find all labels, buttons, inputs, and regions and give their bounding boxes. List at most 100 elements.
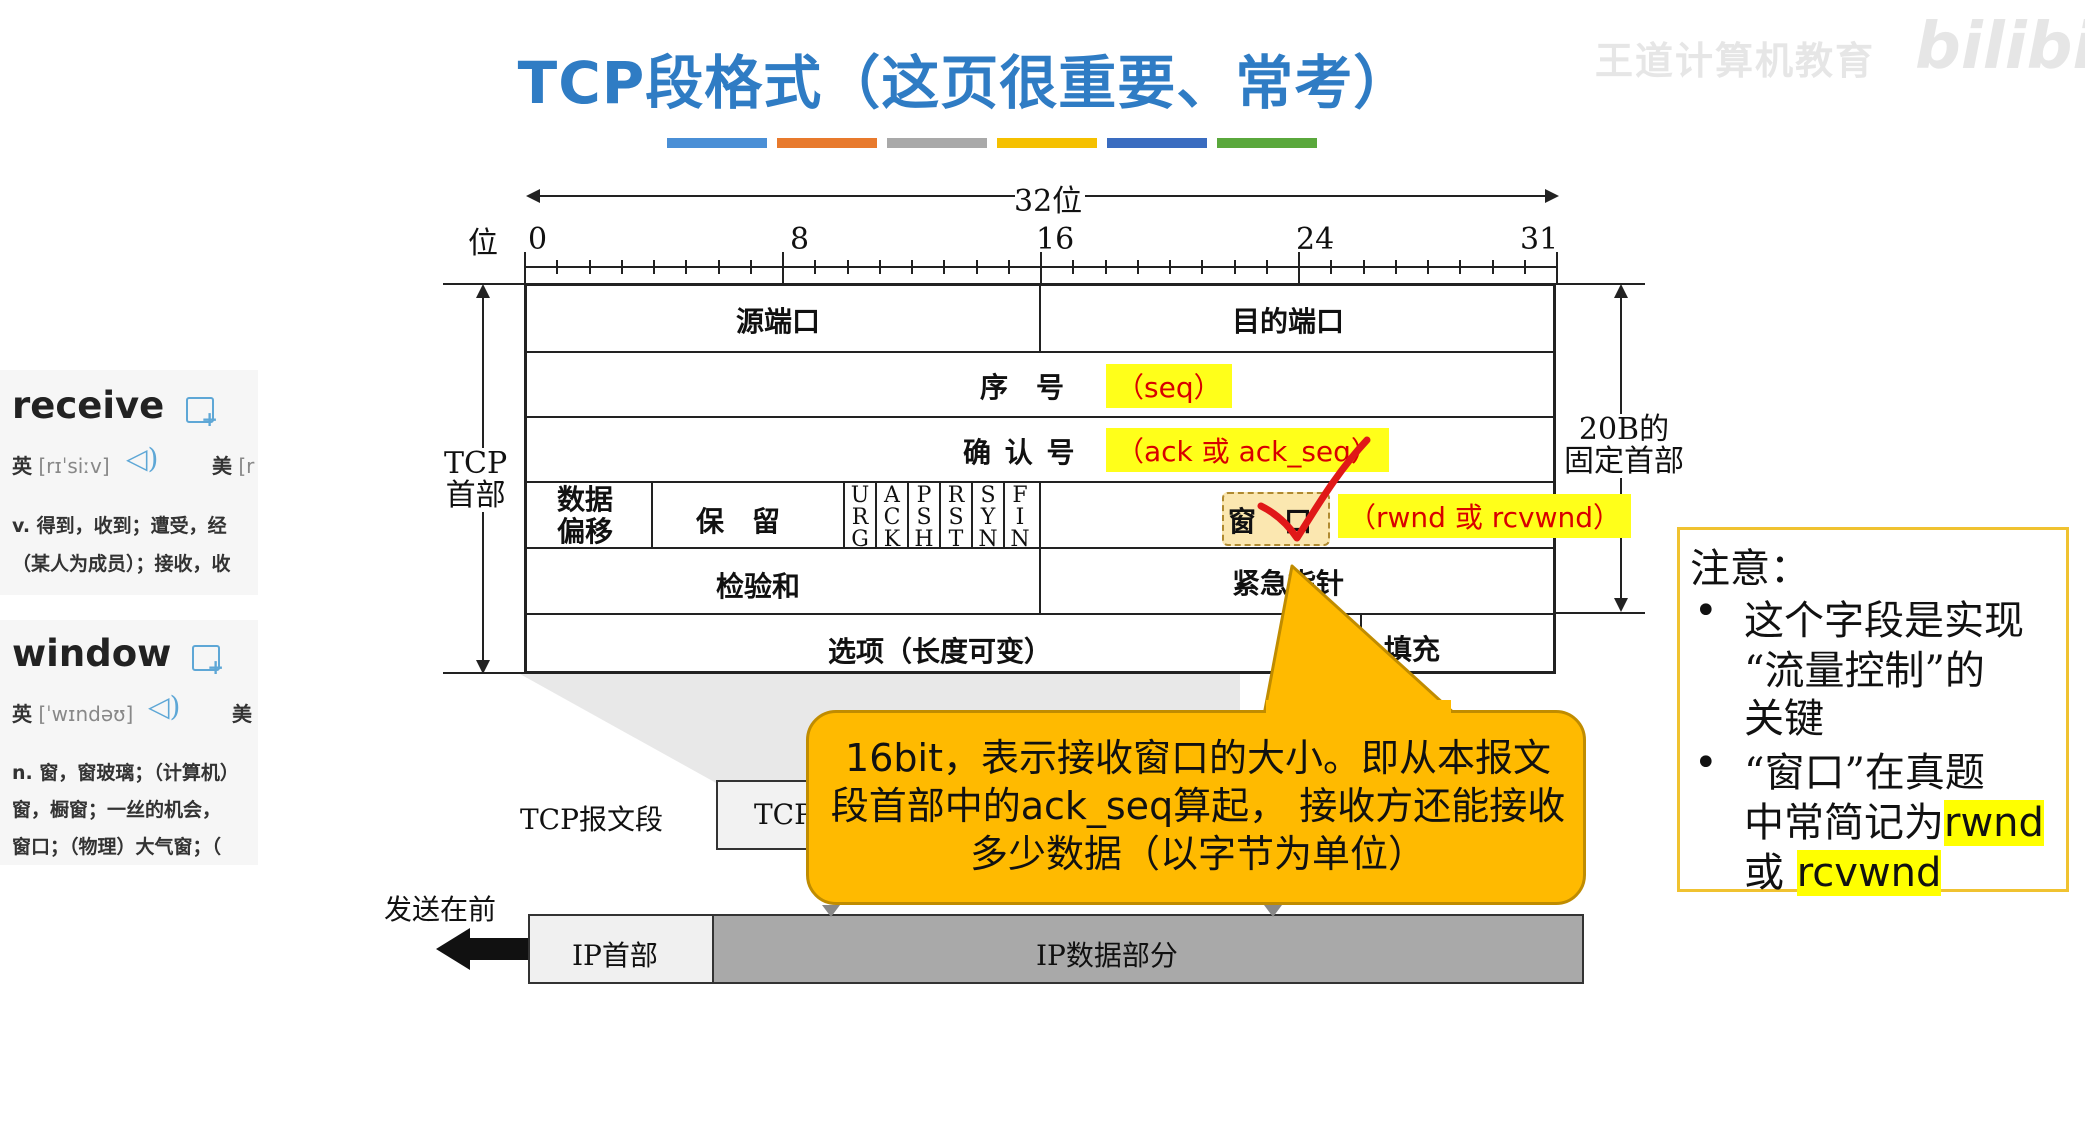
options-cell: 选项（长度可变） — [828, 635, 1053, 668]
pointer-marker — [1264, 905, 1282, 917]
color-segment — [1217, 138, 1317, 148]
note-heading: 注意： — [1690, 546, 1810, 592]
color-segment — [1107, 138, 1207, 148]
tcp-header-label: TCP 首部 — [444, 446, 508, 513]
definition-line: 窗口；（物理）大气窗；（ — [12, 836, 222, 858]
dictionary-word: window — [12, 632, 172, 675]
ruler-tick — [1040, 252, 1042, 284]
sequence-number-cell: 序 号 — [980, 371, 1065, 404]
arrow-head-up — [476, 284, 490, 298]
window-explanation-callout — [806, 710, 1586, 905]
callout-text: 16bit，表示接收窗口的大小。即从本报文段首部中的ack_seq算起， 接收方… — [830, 736, 1566, 876]
phonetic-uk: 英 [ˈwɪndəʊ] — [12, 702, 134, 726]
row-line — [524, 613, 1556, 615]
rwnd-highlight: rwnd — [1944, 800, 2044, 846]
width-arrow-right — [1085, 195, 1555, 197]
ruler-tick — [1459, 260, 1461, 274]
phonetic-uk: 英 [rɪˈsiːv] — [12, 454, 110, 478]
ruler-tick — [1492, 260, 1494, 274]
color-segment — [887, 138, 987, 148]
ruler-tick — [685, 260, 687, 274]
ruler-tick — [750, 260, 752, 274]
ruler-tick — [1169, 260, 1171, 274]
note-line: 中常简记为rwnd — [1744, 800, 2044, 846]
ip-data-text: IP数据部分 — [1036, 939, 1178, 972]
acknowledgment-number-cell: 确 认 号 — [963, 436, 1077, 469]
row-line — [524, 351, 1556, 353]
bit-ruler — [524, 252, 1558, 284]
col-line — [843, 481, 845, 548]
bullet-icon: • — [1694, 588, 1718, 634]
arrow-head-down — [476, 660, 490, 674]
bilibili-logo: bilibili — [1915, 10, 2085, 84]
ip-header-text: IP首部 — [572, 939, 658, 972]
col-line — [1003, 481, 1005, 548]
fixed-header-label: 20B的 固定首部 — [1564, 412, 1684, 479]
speaker-icon[interactable]: ◁) — [148, 690, 181, 723]
note-line: 这个字段是实现 — [1744, 598, 2024, 644]
ip-header-box — [528, 914, 714, 984]
ruler-tick — [718, 260, 720, 274]
ruler-tick — [1008, 260, 1010, 274]
arrow-head-down — [1614, 598, 1628, 612]
ruler-tick — [943, 260, 945, 274]
ruler-tick — [1556, 252, 1558, 284]
send-arrow-icon — [436, 928, 470, 970]
col-line — [651, 481, 653, 548]
checksum-cell: 检验和 — [716, 570, 801, 603]
col-line — [1039, 481, 1041, 613]
note-line: “窗口”在真题 — [1744, 750, 1985, 796]
col-line — [907, 481, 909, 548]
bracket-bottom-right — [1555, 612, 1645, 614]
phonetic-us: 美 — [232, 702, 252, 726]
tcp-segment-label: TCP报文段 — [520, 803, 663, 836]
color-segment — [667, 138, 767, 148]
color-segment — [997, 138, 1097, 148]
scale-31: 31 — [1520, 222, 1559, 257]
definition-line: （某人为成员）；接收，收 — [12, 553, 231, 575]
ruler-tick — [1105, 260, 1107, 274]
ruler-tick — [782, 252, 784, 284]
scale-8: 8 — [790, 222, 810, 257]
add-to-wordbook-icon[interactable] — [192, 645, 224, 679]
arrow-head-left — [526, 189, 540, 203]
row-line — [524, 416, 1556, 418]
col-line — [1039, 283, 1041, 352]
col-line — [875, 481, 877, 548]
ruler-tick — [1266, 260, 1268, 274]
ruler-tick — [1395, 260, 1397, 274]
bit-label: 位 — [468, 226, 498, 261]
scale-16: 16 — [1036, 222, 1075, 257]
ruler-tick — [621, 260, 623, 274]
data-offset-cell: 数据 偏移 — [557, 483, 614, 548]
callout-pointer — [1262, 564, 1458, 717]
dictionary-word: receive — [12, 384, 165, 427]
col-line — [939, 481, 941, 548]
color-segment — [777, 138, 877, 148]
pointer-marker — [822, 905, 840, 917]
scale-24: 24 — [1296, 222, 1335, 257]
definition-line: v. 得到，收到；遭受，经 — [12, 515, 227, 537]
definition-line: 窗，橱窗；一丝的机会， — [12, 799, 222, 821]
speaker-icon[interactable]: ◁) — [126, 442, 159, 475]
bracket-top-left — [443, 283, 553, 285]
reserved-cell: 保 留 — [696, 505, 781, 538]
note-line: 或 rcvwnd — [1744, 850, 1942, 896]
bracket-top-right — [1555, 283, 1645, 285]
add-to-wordbook-icon[interactable] — [186, 397, 218, 431]
ruler-tick — [589, 260, 591, 274]
ruler-tick — [847, 260, 849, 274]
ruler-tick — [1524, 260, 1526, 274]
ruler-tick — [556, 260, 558, 274]
ruler-tick — [1298, 252, 1300, 284]
window-highlight: （rwnd 或 rcvwnd） — [1338, 494, 1632, 538]
check-mark-icon — [1257, 436, 1371, 542]
source-port-cell: 源端口 — [736, 305, 821, 338]
tcp-segment-header-text: TCP — [754, 798, 813, 831]
col-line — [971, 481, 973, 548]
